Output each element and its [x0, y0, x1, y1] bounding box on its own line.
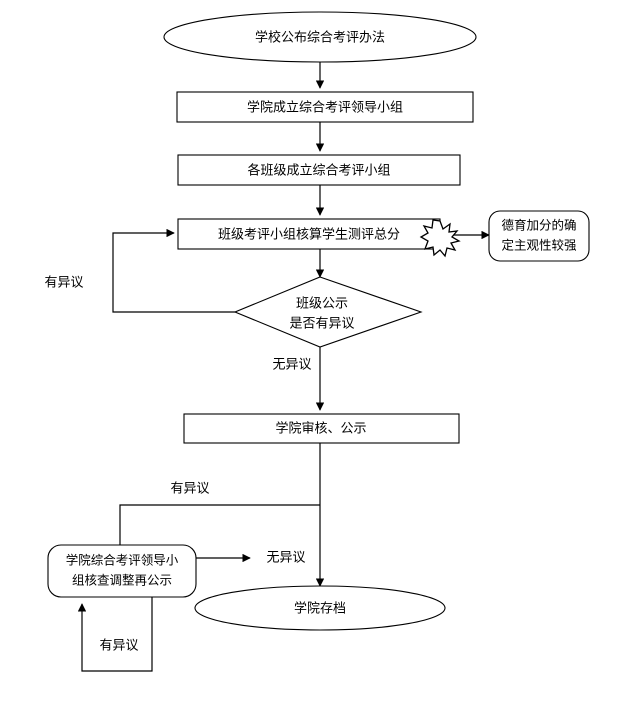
node-class-score[interactable]: 班级考评小组核算学生测评总分: [177, 218, 441, 250]
connector-objection-loop-to-class-score: [112, 228, 235, 313]
edge-label-objection-college: 有异议: [170, 482, 209, 497]
college-review-rect-shape: [183, 413, 460, 444]
decision-diamond-shape: [233, 276, 423, 348]
class-score-rect-shape: [177, 218, 441, 250]
start-label: 学校公布综合考评办法: [255, 30, 385, 46]
node-archive-terminator[interactable]: 学院存档: [194, 585, 446, 631]
college-group-label: 学院成立综合考评领导小组: [247, 100, 403, 116]
connector-recheck-objection-loop: [77, 597, 153, 672]
decision-label-line2: 是否有异议: [289, 317, 354, 332]
college-recheck-label-line2: 组核查调整再公示: [72, 573, 172, 588]
starburst-shape: [419, 219, 461, 258]
edge-labels: 有异议 无异议 有异议 无异议 有异议: [44, 276, 311, 654]
edge-label-no-objection-college: 无异议: [266, 551, 305, 566]
start-ellipse-shape: [163, 11, 477, 63]
edge-label-objection-recheck: 有异议: [99, 639, 138, 654]
class-group-label: 各班级成立综合考评小组: [247, 163, 390, 179]
node-moral-note[interactable]: 德育加分的确 定主观性较强: [488, 210, 590, 262]
starburst-icon: [419, 219, 461, 258]
edge-label-no-objection-class: 无异议: [272, 358, 311, 373]
decision-label-line1: 班级公示: [296, 297, 348, 312]
college-recheck-label-line1: 学院综合考评领导小: [66, 553, 179, 568]
edge-label-objection-class: 有异议: [44, 276, 83, 291]
node-college-recheck[interactable]: 学院综合考评领导小 组核查调整再公示: [47, 544, 197, 598]
connectors: [77, 59, 490, 672]
moral-note-label-line1: 德育加分的确: [501, 218, 576, 233]
node-class-publicity-decision[interactable]: 班级公示 是否有异议: [233, 276, 423, 348]
node-college-group[interactable]: 学院成立综合考评领导小组: [176, 91, 474, 123]
connector-objection-to-recheck: [119, 504, 320, 545]
college-group-rect-shape: [176, 91, 474, 123]
node-start-terminator[interactable]: 学校公布综合考评办法: [163, 11, 477, 63]
college-recheck-rounded-shape: [47, 544, 197, 598]
archive-label: 学院存档: [294, 601, 346, 617]
class-score-label: 班级考评小组核算学生测评总分: [218, 227, 400, 243]
class-group-rect-shape: [177, 154, 461, 186]
moral-note-label-line2: 定主观性较强: [501, 238, 577, 253]
node-class-group[interactable]: 各班级成立综合考评小组: [177, 154, 461, 186]
node-college-review[interactable]: 学院审核、公示: [183, 413, 460, 444]
moral-note-rounded-shape: [488, 210, 590, 262]
archive-ellipse-shape: [194, 585, 446, 631]
college-review-label: 学院审核、公示: [275, 421, 366, 437]
